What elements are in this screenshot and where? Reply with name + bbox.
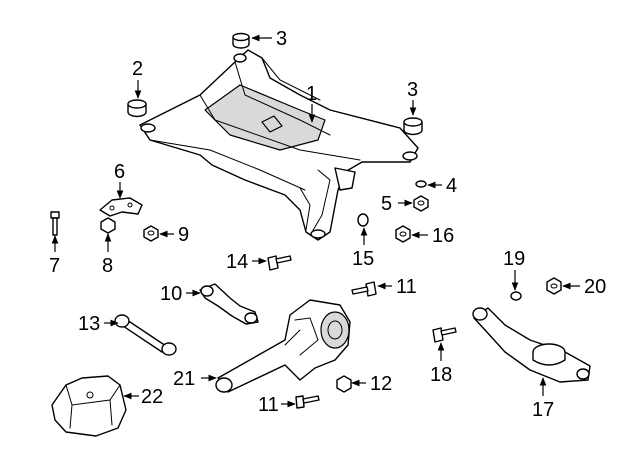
nut-16 [395,225,411,243]
bolt-11-lower [295,395,320,409]
bolt-14 [267,255,292,271]
upper-arm-10 [199,283,259,325]
callout-10: 10 [160,283,182,305]
callout-15: 15 [352,248,374,270]
bolt-11-upper [351,281,377,297]
nut-8 [100,217,116,234]
subframe-crossmember [139,49,419,241]
callout-9: 9 [178,224,189,246]
bracket-6 [99,197,143,217]
callout-3-top: 3 [276,28,287,50]
trailing-arm-21 [215,299,351,393]
callout-6: 6 [114,161,125,183]
bushing-3-right [403,117,423,136]
washer-4 [415,180,427,188]
shield-22 [51,375,127,437]
leader-lines [51,34,580,408]
callout-1: 1 [306,83,317,105]
callout-11-upper: 11 [396,276,417,298]
callout-labels: 1 2 3 3 4 5 6 7 8 9 10 11 11 12 13 14 15… [49,28,606,421]
bushing-2 [127,99,147,118]
callout-13: 13 [78,313,100,335]
callout-21: 21 [173,368,195,390]
callout-14: 14 [226,251,248,273]
bolt-7 [50,211,60,236]
callout-3-right: 3 [407,79,418,101]
callout-17: 17 [532,399,554,421]
callout-18: 18 [430,364,452,386]
nut-9 [143,225,159,242]
callout-11-lower: 11 [258,394,279,416]
bushing-3-top [232,32,250,49]
callout-8: 8 [102,255,113,277]
callout-2: 2 [132,58,143,80]
lower-arm-17 [472,307,591,383]
nut-20 [546,277,562,295]
callout-4: 4 [446,175,457,197]
washer-15 [357,213,369,227]
washer-19 [510,291,522,301]
callout-20: 20 [584,276,606,298]
callout-16: 16 [432,225,454,247]
callout-12: 12 [370,373,392,395]
nut-5 [413,195,429,212]
callout-22: 22 [141,386,163,408]
callout-5: 5 [381,193,392,215]
callout-19: 19 [503,248,525,270]
lateral-link-13 [114,314,177,356]
nut-12 [336,375,352,393]
callout-7: 7 [49,255,60,277]
bolt-18 [432,327,457,343]
